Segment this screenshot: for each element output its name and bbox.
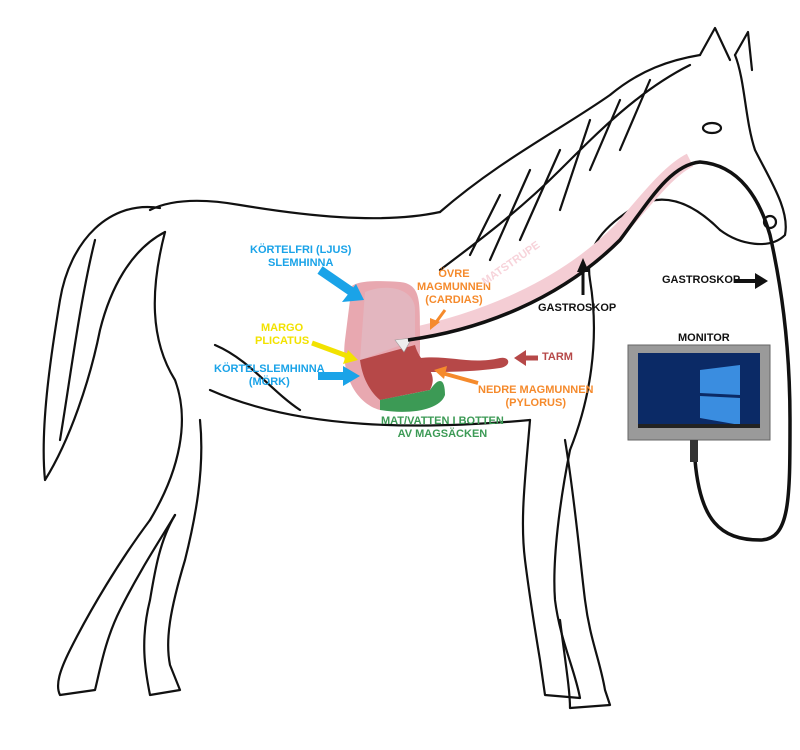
endoscope-tip <box>394 337 413 353</box>
label-monitor: MONITOR <box>678 332 730 344</box>
gastroscope-cable <box>407 160 792 542</box>
label-kortelfri-slemhinna: KÖRTELFRI (LJUS)SLEMHINNA <box>250 244 352 269</box>
monitor <box>627 344 771 462</box>
intestine <box>420 357 509 372</box>
label-tarm: TARM <box>542 351 573 363</box>
label-kortelslemhinna: KÖRTELSLEMHINNA(MÖRK) <box>214 363 325 388</box>
stomach <box>344 281 509 412</box>
annotation-arrows <box>311 258 768 386</box>
label-gastroskop-neck: GASTROSKOP <box>538 302 617 314</box>
label-gastroskop-right: GASTROSKOP <box>662 274 741 286</box>
label-nedre-magmunnen: NEDRE MAGMUNNEN(PYLORUS) <box>478 384 594 409</box>
